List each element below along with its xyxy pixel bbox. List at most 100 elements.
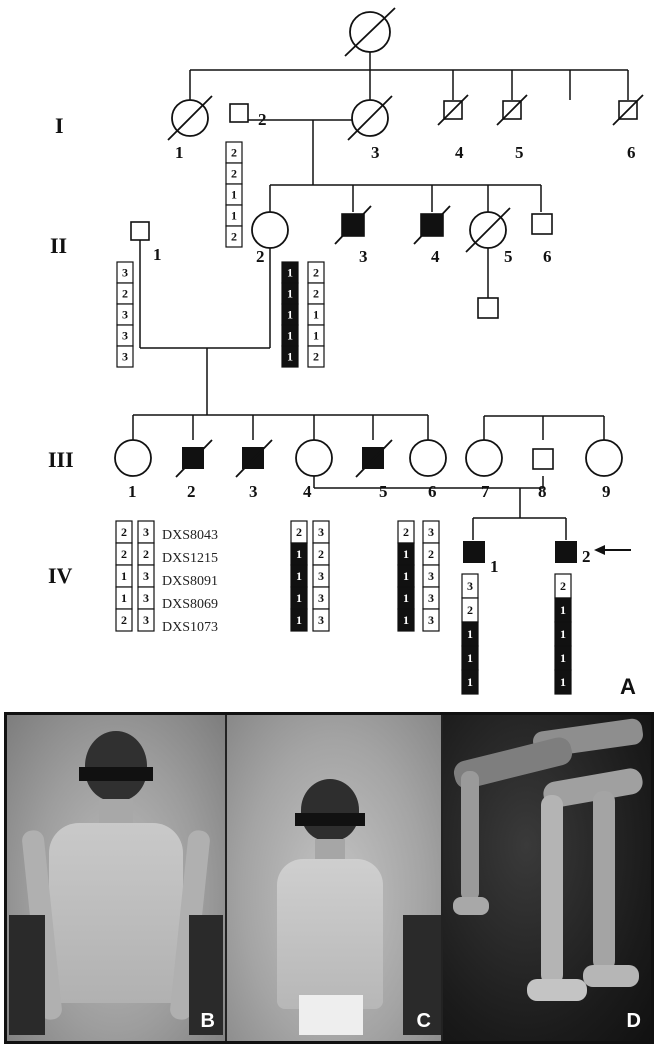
individual-II-6: [532, 214, 552, 234]
id-III-4: 4: [303, 482, 312, 501]
allele-value: 3: [428, 591, 434, 605]
pedigree-chart: I II III IV 1 2 3 4 5 6: [0, 0, 658, 718]
allele-value: 3: [143, 525, 149, 539]
id-I-3: 3: [371, 143, 380, 162]
id-I-4: 4: [455, 143, 464, 162]
id-IV-2: 2: [582, 547, 591, 566]
allele-value: 1: [403, 591, 409, 605]
allele-value: 1: [121, 569, 127, 583]
allele-value: 1: [313, 329, 319, 343]
id-II-6: 6: [543, 247, 552, 266]
allele-value: 2: [121, 525, 127, 539]
allele-value: 1: [560, 675, 566, 689]
allele-value: 2: [313, 287, 319, 301]
allele-value: 3: [428, 613, 434, 627]
haplotype-II1: 3 2 3 3 3: [117, 262, 133, 367]
allele-value: 1: [560, 651, 566, 665]
panel-label-B: B: [201, 1010, 215, 1033]
haplotype-III1_b: 32333: [138, 521, 154, 631]
allele-value: 2: [143, 547, 149, 561]
id-I-6: 6: [627, 143, 636, 162]
haplotype-IV2: 21111: [555, 574, 571, 694]
allele-value: 3: [122, 350, 128, 364]
individual-II-2: [252, 212, 288, 248]
generation-label-IV: IV: [48, 563, 73, 588]
id-III-1: 1: [128, 482, 137, 501]
individual-I-1: [168, 96, 212, 140]
id-II-4: 4: [431, 247, 440, 266]
individual-I-2: [230, 104, 248, 122]
allele-value: 3: [143, 591, 149, 605]
generation-label-III: III: [48, 447, 74, 472]
allele-value: 1: [287, 266, 293, 280]
individual-III-3: [236, 440, 272, 477]
allele-value: 2: [318, 547, 324, 561]
individual-III-5: [356, 440, 392, 477]
photo-panel-D: D: [443, 715, 651, 1041]
panel-label-A: A: [620, 674, 636, 699]
individual-II-1: [131, 222, 149, 240]
allele-value: 2: [428, 547, 434, 561]
id-III-6: 6: [428, 482, 437, 501]
marker-label-5: DXS1073: [162, 620, 218, 635]
id-III-9: 9: [602, 482, 611, 501]
id-II-3: 3: [359, 247, 368, 266]
individual-III-6: [410, 440, 446, 476]
founder-deceased-female: [345, 8, 395, 56]
marker-label-3: DXS8091: [162, 574, 218, 589]
allele-value: 1: [296, 591, 302, 605]
individual-II-5: [466, 208, 510, 252]
allele-value: 1: [467, 627, 473, 641]
allele-value: 2: [122, 287, 128, 301]
clinical-photos: B C D: [4, 712, 654, 1044]
id-III-2: 2: [187, 482, 196, 501]
allele-value: 3: [467, 579, 473, 593]
generation-label-I: I: [55, 113, 64, 138]
allele-value: 2: [313, 350, 319, 364]
photo-panel-B: B: [7, 715, 225, 1041]
allele-value: 1: [467, 651, 473, 665]
allele-value: 1: [231, 188, 237, 202]
allele-value: 3: [428, 525, 434, 539]
allele-value: 3: [122, 329, 128, 343]
id-II-2: 2: [256, 247, 265, 266]
allele-value: 2: [231, 167, 237, 181]
generation-label-II: II: [50, 233, 67, 258]
allele-value: 3: [122, 266, 128, 280]
allele-value: 1: [403, 547, 409, 561]
allele-value: 3: [318, 613, 324, 627]
allele-value: 2: [296, 525, 302, 539]
proband-arrow-icon: [594, 545, 631, 555]
allele-value: 1: [287, 329, 293, 343]
allele-value: 3: [122, 308, 128, 322]
individual-II-5-child: [478, 298, 498, 318]
id-I-2: 2: [258, 110, 267, 129]
marker-label-1: DXS8043: [162, 528, 218, 543]
individual-III-9: [586, 440, 622, 476]
allele-value: 2: [231, 146, 237, 160]
allele-value: 1: [313, 308, 319, 322]
haplotype-II2_a: 11111: [282, 262, 298, 367]
allele-value: 1: [121, 591, 127, 605]
allele-value: 2: [121, 547, 127, 561]
photo-panel-C: C: [227, 715, 441, 1041]
allele-value: 2: [231, 230, 237, 244]
id-I-1: 1: [175, 143, 184, 162]
marker-label-4: DXS8069: [162, 597, 218, 612]
id-IV-1: 1: [490, 557, 499, 576]
haplotype-III1_a: 2 2 1 1 2: [116, 521, 132, 631]
allele-value: 1: [296, 547, 302, 561]
allele-value: 1: [403, 613, 409, 627]
allele-value: 3: [143, 613, 149, 627]
allele-value: 1: [403, 569, 409, 583]
allele-value: 2: [121, 613, 127, 627]
panel-label-C: C: [417, 1010, 431, 1033]
haplotype-II2_b: 22112: [308, 262, 324, 367]
allele-value: 2: [403, 525, 409, 539]
allele-value: 1: [296, 569, 302, 583]
allele-value: 1: [560, 627, 566, 641]
allele-value: 3: [318, 569, 324, 583]
